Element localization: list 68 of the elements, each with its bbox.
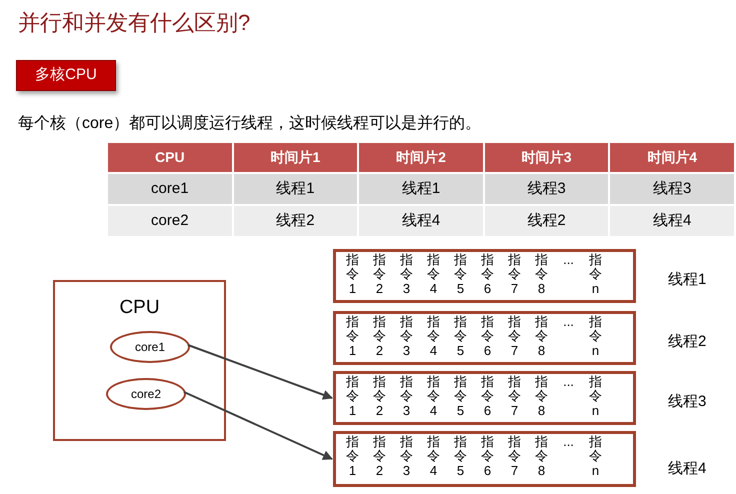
instruction-text: ... [562,375,575,390]
instruction-text: ... [562,253,575,268]
table-cell: core1 [108,174,232,204]
instruction-text: 指令5 [454,375,467,418]
table-cell: core2 [108,206,232,236]
table-cell: 线程3 [610,174,734,204]
instruction-text: 指令7 [508,315,521,358]
cpu-box [53,280,226,441]
cpu-label: CPU [118,296,161,320]
instruction-text: 指令7 [508,253,521,296]
instruction-text: 指令4 [427,375,440,418]
instruction-text: 指令5 [454,435,467,478]
instruction-text: ... [562,435,575,450]
instruction-text: ... [562,315,575,330]
instruction-text: 指令6 [481,375,494,418]
instruction-text: 指令1 [346,315,359,358]
slide-title: 并行和并发有什么区别? [18,9,250,37]
instruction-text: 指令4 [427,315,440,358]
instruction-text: 指令8 [535,375,548,418]
instruction-text: 指令4 [427,435,440,478]
instruction-text: 指令6 [481,435,494,478]
instruction-text: 指令2 [373,375,386,418]
instruction-text: 指令3 [400,315,413,358]
instruction-text: 指令1 [346,435,359,478]
instruction-text: 指令1 [346,253,359,296]
instruction-text: 指令8 [535,435,548,478]
instruction-text: 指令5 [454,315,467,358]
table-cell: 线程1 [234,174,358,204]
instruction-text: 指令1 [346,375,359,418]
instruction-text: 指令6 [481,253,494,296]
core-ellipse: core2 [106,378,186,410]
instruction-text: 指令3 [400,375,413,418]
title-badge: 多核CPU [16,60,116,91]
thread-label: 线程1 [668,270,706,290]
instruction-text: 指令6 [481,315,494,358]
instruction-text: 指令4 [427,253,440,296]
instruction-text: 指令n [589,375,602,418]
table-cell: 线程4 [359,206,483,236]
instruction-text: 指令8 [535,315,548,358]
instruction-text: 指令n [589,435,602,478]
thread-label: 线程2 [668,332,706,352]
header-cell: 时间片1 [234,143,358,172]
table-cell: 线程3 [484,174,608,204]
core-ellipse: core1 [110,331,190,363]
header-cell: CPU [108,143,232,172]
arrow [188,344,333,400]
thread-label: 线程3 [668,392,706,412]
table-cell: 线程1 [359,174,483,204]
instruction-text: 指令2 [373,315,386,358]
arrow [184,391,333,460]
instruction-text: 指令2 [373,435,386,478]
thread-label: 线程4 [668,459,706,479]
instruction-text: 指令3 [400,253,413,296]
instruction-text: 指令7 [508,375,521,418]
table-cell: 线程4 [610,206,734,236]
instruction-text: 指令8 [535,253,548,296]
instruction-text: 指令2 [373,253,386,296]
instruction-text: 指令n [589,253,602,296]
header-cell: 时间片3 [484,143,608,172]
description-text: 每个核（core）都可以调度运行线程，这时候线程可以是并行的。 [18,114,482,134]
header-cell: 时间片4 [610,143,734,172]
header-cell: 时间片2 [359,143,483,172]
instruction-text: 指令3 [400,435,413,478]
instruction-text: 指令5 [454,253,467,296]
instruction-text: 指令7 [508,435,521,478]
table-cell: 线程2 [234,206,358,236]
instruction-text: 指令n [589,315,602,358]
table-cell: 线程2 [484,206,608,236]
